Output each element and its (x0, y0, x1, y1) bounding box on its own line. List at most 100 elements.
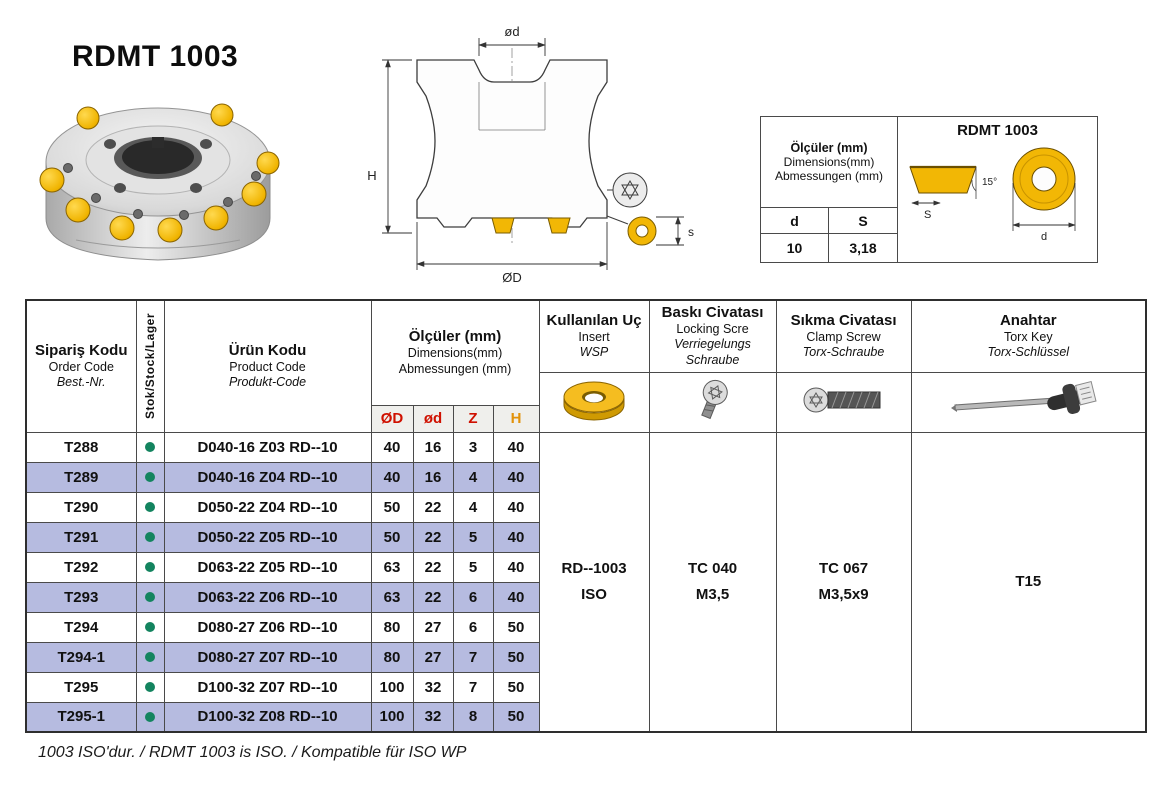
dims-header-en: Dimensions(mm) (783, 155, 875, 169)
table-row: T293 D063-22 Z06 RD--10 63 22 6 40 (25, 581, 1146, 613)
stock-dot (145, 651, 155, 662)
dimensions-subtable: Ölçüler (mm) Dimensions(mm) Abmessungen … (761, 117, 898, 262)
stock-dot (145, 591, 155, 602)
torx-key-photo (951, 380, 1097, 414)
page-title: RDMT 1003 (72, 40, 239, 73)
table-row: T292 D063-22 Z05 RD--10 63 22 5 40 (25, 551, 1146, 583)
insert-photo (563, 381, 625, 420)
dim-s-label: S (858, 212, 868, 229)
dim-label-od-big: ØD (502, 270, 522, 285)
header-insert: Kullanılan Uç Insert WSP (538, 299, 650, 373)
h-cell: 50 (492, 671, 540, 703)
header-stock: Stok/Stock/Lager (135, 299, 165, 433)
table-row: T294-1 D080-27 Z07 RD--10 80 27 7 50 (25, 641, 1146, 673)
order-code-cell: T289 (25, 461, 137, 493)
table-row: T288 D040-16 Z03 RD--10 40 16 3 40 RD--1… (25, 431, 1147, 733)
product-code-cell: D080-27 Z06 RD--10 (163, 611, 372, 643)
dim-d-label: d (761, 208, 829, 233)
table-row: T289 D040-16 Z04 RD--10 40 16 4 40 (25, 461, 1146, 493)
h-cell: 40 (492, 491, 540, 523)
od-small-cell: 22 (412, 491, 454, 523)
table-row: T295 D100-32 Z07 RD--10 100 32 7 50 (25, 671, 1146, 703)
header-product-code: Ürün Kodu Product Code Produkt-Code (163, 299, 372, 433)
insert-drawing-panel: RDMT 1003 15° S (898, 117, 1097, 262)
locking-screw-type-cell: TC 040 M3,5 (648, 431, 777, 733)
stock-dot (145, 471, 155, 482)
od-big-cell: 63 (370, 551, 414, 583)
table-row: T290 D050-22 Z04 RD--10 50 22 4 40 (25, 491, 1146, 523)
torx-key-type-cell: T15 (910, 431, 1147, 733)
face-mill-photo (39, 103, 280, 261)
clamp-screw-photo-cell (775, 371, 912, 433)
stock-cell (135, 431, 165, 463)
table-row: T291 D050-22 Z05 RD--10 50 22 5 40 (25, 521, 1146, 553)
stock-cell (135, 551, 165, 583)
stock-cell (135, 581, 165, 613)
h-cell: 40 (492, 551, 540, 583)
od-big-cell: 40 (370, 461, 414, 493)
z-cell: 8 (452, 701, 494, 733)
z-cell: 3 (452, 431, 494, 463)
dimensions-box: Ölçüler (mm) Dimensions(mm) Abmessungen … (760, 116, 1098, 263)
clamp-screw-photo (803, 387, 881, 412)
dim-label-s: s (688, 225, 694, 239)
product-code-cell: D050-22 Z05 RD--10 (163, 521, 372, 553)
od-small-cell: 22 (412, 581, 454, 613)
order-code-cell: T295 (25, 671, 137, 703)
angle-label: 15° (982, 177, 997, 188)
h-cell: 50 (492, 611, 540, 643)
stock-cell (135, 671, 165, 703)
table-row: T295-1 D100-32 Z08 RD--10 100 32 8 50 (25, 701, 1146, 733)
od-big-cell: 80 (370, 611, 414, 643)
stock-cell (135, 491, 165, 523)
technical-drawing: ød H ØD s (352, 20, 750, 297)
product-photo (16, 68, 301, 291)
od-small-cell: 32 (412, 671, 454, 703)
product-code-cell: D100-32 Z07 RD--10 (163, 671, 372, 703)
z-cell: 5 (452, 551, 494, 583)
dim-label-h: H (367, 168, 376, 183)
od-small-cell: 27 (412, 641, 454, 673)
product-code-cell: D063-22 Z06 RD--10 (163, 581, 372, 613)
product-code-cell: D100-32 Z08 RD--10 (163, 701, 372, 733)
stock-dot (145, 531, 155, 542)
stock-dot (145, 681, 155, 692)
cutter-drawing: ød H ØD s (367, 24, 694, 285)
od-big-cell: 100 (370, 671, 414, 703)
order-code-cell: T293 (25, 581, 137, 613)
stock-dot (145, 561, 155, 572)
order-code-cell: T294-1 (25, 641, 137, 673)
stock-dot (145, 501, 155, 512)
header-torx-key: Anahtar Torx Key Torx-Schlüssel (910, 299, 1147, 373)
order-code-cell: T292 (25, 551, 137, 583)
stock-cell (135, 701, 165, 733)
dimensions-subtable-header: Ölçüler (mm) Dimensions(mm) Abmessungen … (761, 117, 897, 208)
locking-screw-photo (700, 379, 728, 419)
stock-cell (135, 611, 165, 643)
product-code-cell: D050-22 Z04 RD--10 (163, 491, 372, 523)
od-small-cell: 32 (412, 701, 454, 733)
od-big-cell: 50 (370, 491, 414, 523)
insert-views: 15° S d (909, 147, 1076, 243)
footer-note: 1003 ISO'dur. / RDMT 1003 is ISO. / Komp… (38, 744, 467, 761)
top-d-label: d (1041, 231, 1047, 243)
z-cell: 4 (452, 461, 494, 493)
od-small-cell: 22 (412, 521, 454, 553)
h-cell: 40 (492, 431, 540, 463)
od-big-cell: 80 (370, 641, 414, 673)
insert-title: RDMT 1003 (957, 122, 1038, 139)
subheader-h: H (492, 404, 540, 433)
dim-s-value: 3,18 (849, 240, 877, 256)
subheader-od-big: ØD (370, 404, 414, 433)
product-code-cell: D040-16 Z03 RD--10 (163, 431, 372, 463)
h-cell: 40 (492, 521, 540, 553)
dim-d-value: 10 (761, 234, 829, 262)
clamp-screw-type-cell: TC 067 M3,5x9 (775, 431, 912, 733)
od-small-cell: 27 (412, 611, 454, 643)
stock-cell (135, 461, 165, 493)
h-cell: 40 (492, 461, 540, 493)
header-dimensions: Ölçüler (mm) Dimensions(mm) Abmessungen … (370, 299, 540, 406)
product-code-cell: D040-16 Z04 RD--10 (163, 461, 372, 493)
od-small-cell: 22 (412, 551, 454, 583)
